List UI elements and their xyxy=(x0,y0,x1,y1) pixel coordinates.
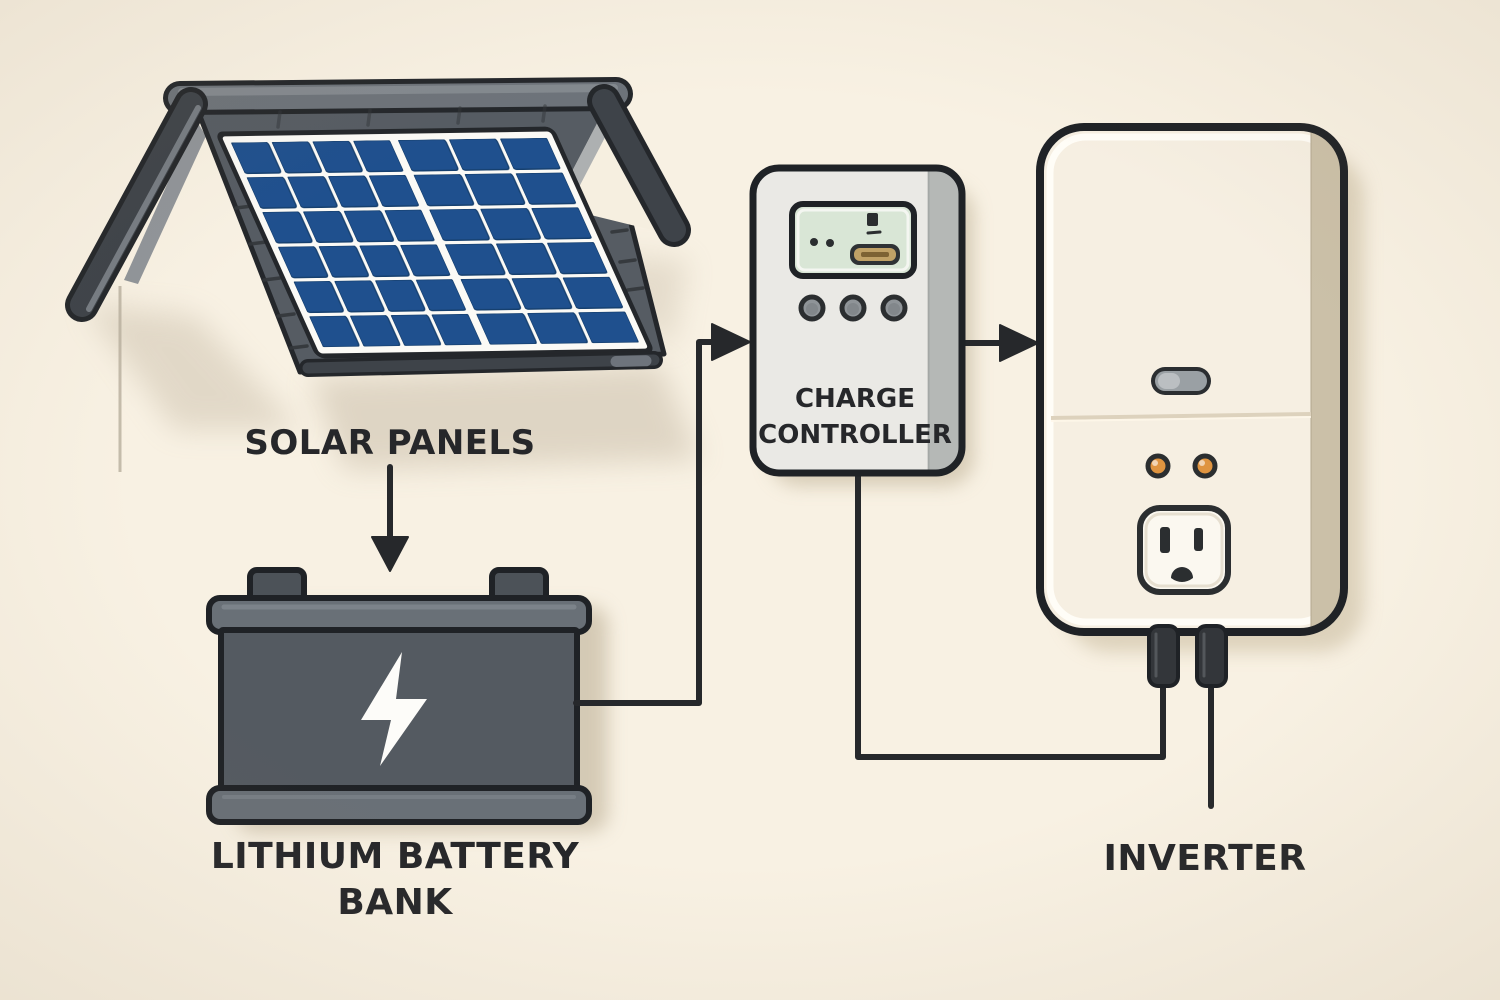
inverter-plug xyxy=(1195,624,1228,688)
status-led xyxy=(1145,453,1171,479)
screen-usb-port xyxy=(850,244,900,265)
solar-panels-label: SOLAR PANELS xyxy=(244,423,536,463)
roof xyxy=(65,77,691,472)
battery-top-cap xyxy=(206,595,592,635)
battery-label-line2: BANK xyxy=(337,882,453,923)
right-eave xyxy=(592,89,686,242)
arrow-solar-to-battery xyxy=(371,464,409,572)
ridge-cap-highlight xyxy=(178,84,618,96)
arrowhead xyxy=(999,324,1039,362)
controller-buttons xyxy=(798,294,908,322)
wire-battery-to-controller xyxy=(573,339,717,706)
controller-screen xyxy=(789,201,917,279)
controller-outline xyxy=(749,164,966,477)
power-outlet-icon xyxy=(1137,505,1231,595)
wire-controller-to-plug xyxy=(855,467,1166,760)
charge-controller-label-line2: CONTROLLER xyxy=(758,420,952,450)
charge-controller-label-line1: CHARGE xyxy=(794,384,916,414)
inverter-vent xyxy=(1151,367,1211,395)
inverter-seam xyxy=(1050,412,1312,420)
left-eave-soffit xyxy=(86,105,201,312)
solar-panel xyxy=(217,126,653,359)
controller-side-panel xyxy=(928,168,962,473)
arrowhead xyxy=(371,536,409,572)
roof-lip xyxy=(302,354,660,374)
battery-bottom-cap xyxy=(206,785,592,825)
inverter-plug xyxy=(1147,624,1180,688)
status-led xyxy=(1192,453,1218,479)
left-eave xyxy=(70,92,203,317)
screen-glyph xyxy=(867,213,878,226)
roof-lip-end xyxy=(610,355,652,367)
battery-label-line1: LITHIUM BATTERY xyxy=(210,836,580,877)
inverter-label: INVERTER xyxy=(1103,838,1307,879)
screen-dot xyxy=(810,238,818,246)
battery-label: LITHIUM BATTERY BANK xyxy=(165,834,625,926)
ridge-cap xyxy=(168,82,628,110)
charge-controller-label: CHARGE CONTROLLER xyxy=(755,381,955,453)
left-gable-shade xyxy=(124,120,206,284)
inverter xyxy=(1036,123,1348,688)
panel-cells-left xyxy=(230,140,483,348)
panel-cells-right xyxy=(397,137,640,345)
charge-controller xyxy=(749,164,966,477)
inverter-outline xyxy=(1036,123,1348,636)
screen-dot xyxy=(826,239,834,247)
lightning-bolt-icon xyxy=(361,652,427,766)
battery xyxy=(206,567,592,825)
inverter-side-panel xyxy=(1311,127,1344,632)
arrowhead xyxy=(711,323,751,361)
wires xyxy=(573,339,1214,809)
